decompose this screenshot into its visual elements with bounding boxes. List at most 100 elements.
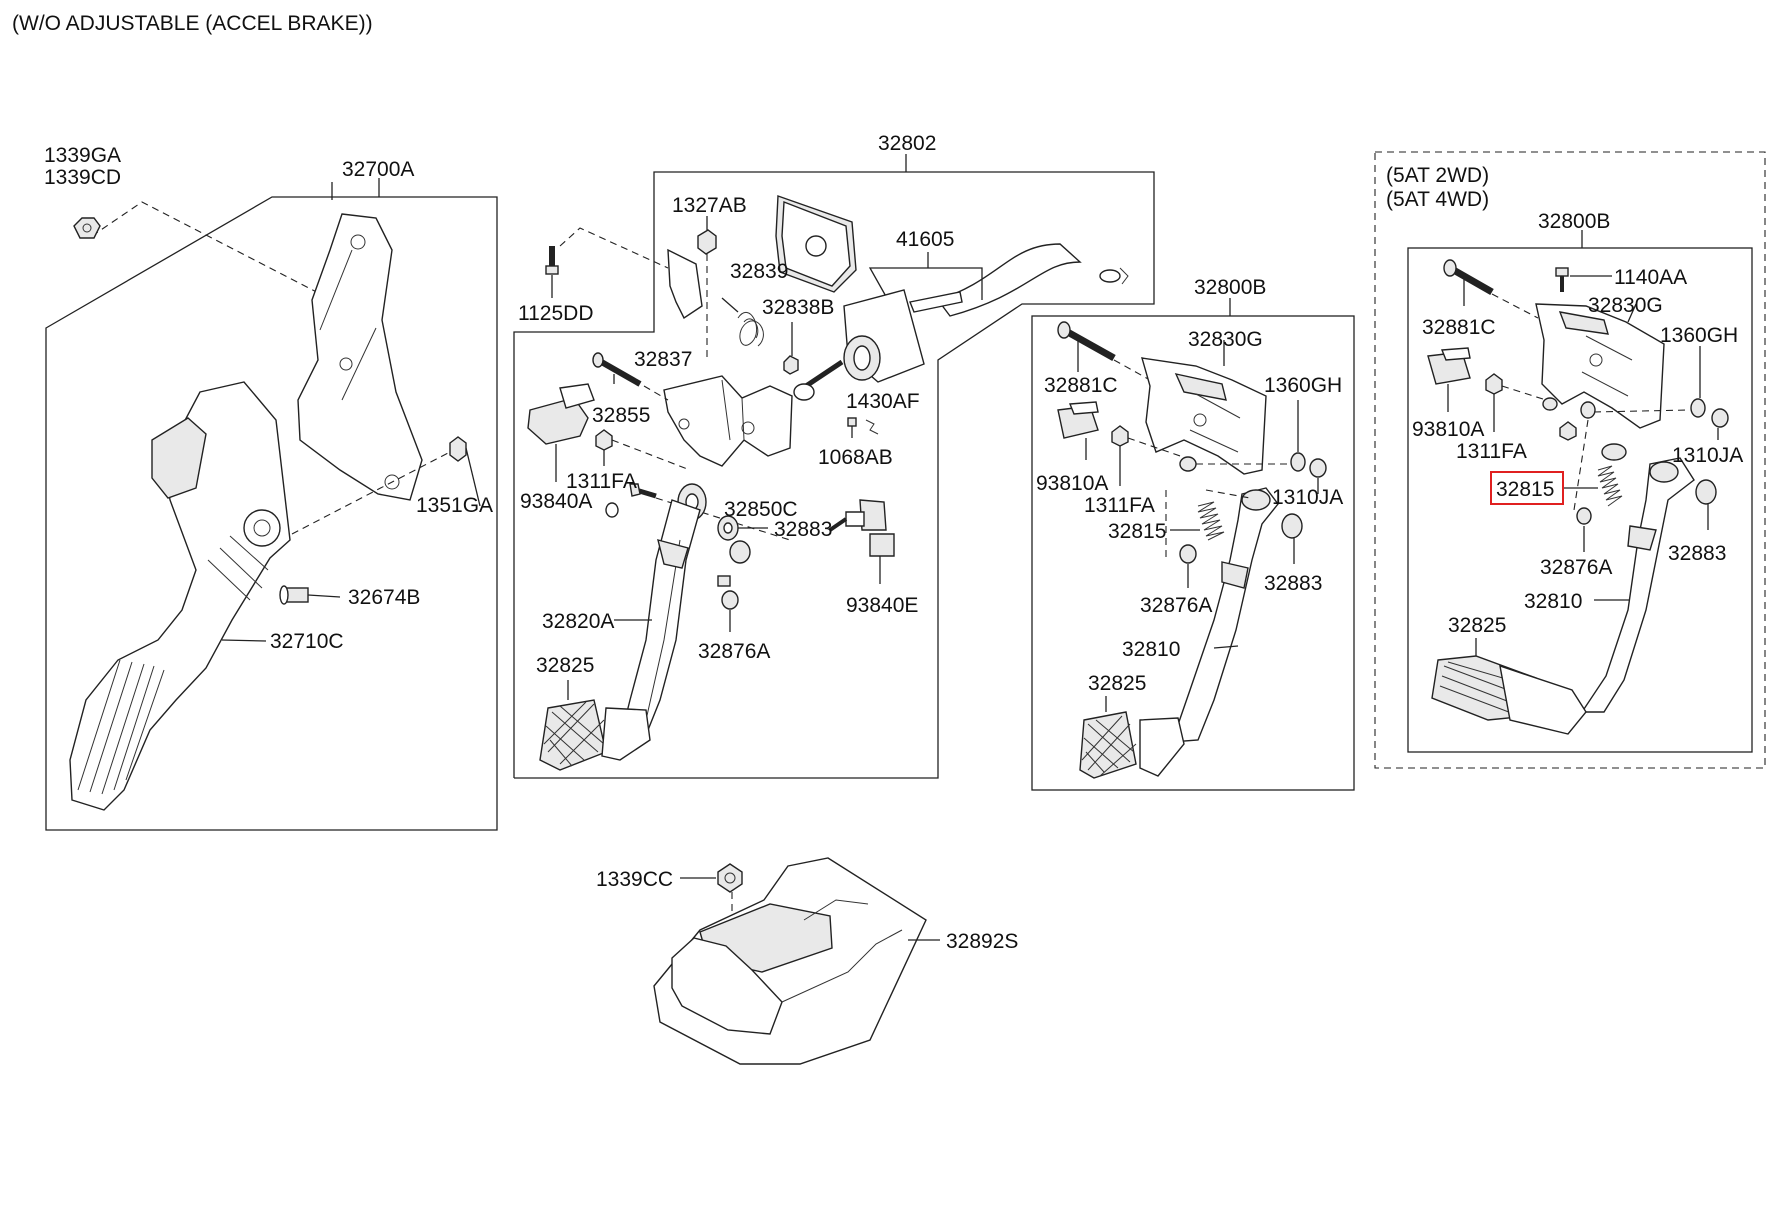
label-32881c-mid[interactable]: 32881C — [1044, 374, 1118, 397]
washer-icon[interactable] — [605, 502, 619, 518]
label-32883-brake[interactable]: 32883 — [774, 518, 832, 541]
label-1310ja-right[interactable]: 1310JA — [1672, 444, 1743, 467]
collar-32883-right-icon[interactable] — [1695, 479, 1717, 505]
bushing-1360gh-icon[interactable] — [1290, 452, 1306, 472]
label-32800b-mid[interactable]: 32800B — [1194, 276, 1266, 299]
nut-1311fa-right-icon[interactable] — [1485, 373, 1503, 395]
bolt-32881c-right-icon[interactable] — [1443, 259, 1494, 296]
label-32838b[interactable]: 32838B — [762, 296, 834, 319]
label-1140aa[interactable]: 1140AA — [1614, 266, 1687, 289]
label-1068ab[interactable]: 1068AB — [818, 446, 893, 469]
washer-mid-icon[interactable] — [1179, 456, 1197, 472]
label-32800b-right[interactable]: 32800B — [1538, 210, 1610, 233]
label-1311fa-brake[interactable]: 1311FA — [566, 470, 637, 493]
bolt-1125dd-icon[interactable] — [545, 246, 559, 275]
nut-1311fa-icon[interactable] — [595, 429, 613, 451]
pad-32825-mid-icon[interactable] — [1079, 711, 1185, 779]
label-32700a[interactable]: 32700A — [342, 158, 414, 181]
spring-32838b-icon[interactable] — [737, 311, 764, 347]
bracket-32830g-right-icon[interactable] — [1535, 303, 1665, 429]
label-1351ga[interactable]: 1351GA — [416, 494, 493, 517]
nut-1339ga-icon[interactable] — [73, 217, 101, 239]
collar-2-icon[interactable] — [729, 540, 751, 564]
main-bracket-icon[interactable] — [663, 375, 793, 467]
label-32830g-mid[interactable]: 32830G — [1188, 328, 1263, 351]
label-93840e[interactable]: 93840E — [846, 594, 918, 617]
plate-cover-icon[interactable] — [775, 195, 857, 293]
arm-32810-mid-icon[interactable] — [1170, 487, 1279, 743]
stopper-32876a-right-icon[interactable] — [1576, 507, 1592, 525]
label-32876a-right[interactable]: 32876A — [1540, 556, 1612, 579]
label-1327ab[interactable]: 1327AB — [672, 194, 747, 217]
label-1125dd[interactable]: 1125DD — [518, 302, 594, 325]
cable-41605-icon[interactable] — [909, 243, 1129, 317]
pad-32825-right-icon[interactable] — [1431, 655, 1587, 735]
label-32881c-right[interactable]: 32881C — [1422, 316, 1496, 339]
master-switch-icon[interactable] — [793, 289, 925, 401]
spring-32815-right-icon[interactable] — [1597, 465, 1623, 507]
label-1310ja-mid[interactable]: 1310JA — [1272, 486, 1343, 509]
label-1311fa-mid[interactable]: 1311FA — [1084, 494, 1155, 517]
switch-93840e-icon[interactable] — [828, 499, 895, 557]
switch-93810a-icon[interactable] — [1057, 401, 1099, 439]
label-32802[interactable]: 32802 — [878, 132, 936, 155]
label-32825-mid[interactable]: 32825 — [1088, 672, 1146, 695]
nut-1327ab-icon[interactable] — [697, 229, 717, 255]
label-32876a-brake[interactable]: 32876A — [698, 640, 770, 663]
label-32815-right[interactable]: 32815 — [1496, 478, 1554, 501]
clip-bracket-icon[interactable] — [667, 248, 703, 320]
stopper-32674b-icon[interactable] — [279, 585, 309, 605]
nut-1311fa-mid-icon[interactable] — [1111, 425, 1129, 447]
collar-32883-mid-icon[interactable] — [1281, 513, 1303, 539]
nut-1351ga-icon[interactable] — [449, 436, 467, 462]
arm-32810-right-icon[interactable] — [1580, 457, 1695, 713]
label-32674b[interactable]: 32674B — [348, 586, 420, 609]
switch-93810a-right-icon[interactable] — [1427, 347, 1471, 385]
label-1430af[interactable]: 1430AF — [846, 390, 920, 413]
washer-right-icon[interactable] — [1542, 397, 1558, 411]
brake-arm-32820a-icon[interactable] — [619, 499, 701, 741]
collar-small-right-icon[interactable] — [1580, 401, 1596, 419]
label-32850c[interactable]: 32850C — [724, 498, 798, 521]
nut-1339cc-icon[interactable] — [717, 863, 743, 893]
bushing-1360gh-right-icon[interactable] — [1690, 398, 1706, 418]
bolt-1140aa-icon[interactable] — [1555, 267, 1569, 292]
label-32839[interactable]: 32839 — [730, 260, 788, 283]
collar-top-right-icon[interactable] — [1601, 443, 1627, 461]
label-1360gh-right[interactable]: 1360GH — [1660, 324, 1738, 347]
clip-1068ab-icon[interactable] — [847, 417, 857, 427]
nut-small-right-icon[interactable] — [1559, 421, 1577, 441]
label-1311fa-right[interactable]: 1311FA — [1456, 440, 1527, 463]
label-32892s[interactable]: 32892S — [946, 930, 1018, 953]
clip-1430af-icon[interactable] — [865, 419, 879, 435]
pad-32825-icon[interactable] — [539, 699, 651, 771]
bracket-32830g-icon[interactable] — [1141, 357, 1267, 475]
pin-32855-icon[interactable] — [592, 352, 642, 387]
label-1339cd[interactable]: 1339CD — [44, 166, 121, 189]
label-1339ga[interactable]: 1339GA — [44, 144, 121, 167]
washer-1310ja-right-icon[interactable] — [1711, 408, 1729, 428]
stopper-32876a-icon[interactable] — [721, 590, 739, 610]
label-32710c[interactable]: 32710C — [270, 630, 344, 653]
bolt-32881c-icon[interactable] — [1057, 321, 1116, 362]
label-32825-brake[interactable]: 32825 — [536, 654, 594, 677]
label-32820a[interactable]: 32820A — [542, 610, 614, 633]
label-32825-right[interactable]: 32825 — [1448, 614, 1506, 637]
washer-1310ja-icon[interactable] — [1309, 458, 1327, 478]
label-41605[interactable]: 41605 — [896, 228, 954, 251]
clip-small-icon[interactable] — [717, 575, 731, 587]
label-93810a-mid[interactable]: 93810A — [1036, 472, 1108, 495]
label-1360gh-mid[interactable]: 1360GH — [1264, 374, 1342, 397]
label-32815-mid[interactable]: 32815 — [1108, 520, 1166, 543]
label-93810a-right[interactable]: 93810A — [1412, 418, 1484, 441]
label-32837[interactable]: 32837 — [634, 348, 692, 371]
spring-32815-mid-icon[interactable] — [1197, 501, 1225, 541]
label-32855[interactable]: 32855 — [592, 404, 650, 427]
label-32830g-right[interactable]: 32830G — [1588, 294, 1663, 317]
label-32883-mid[interactable]: 32883 — [1264, 572, 1322, 595]
bracket-32700a-icon[interactable] — [297, 213, 423, 501]
accel-pedal-icon[interactable] — [69, 381, 291, 811]
floor-cover-32892s-icon[interactable] — [653, 857, 927, 1065]
stopper-32876a-mid-icon[interactable] — [1179, 544, 1197, 564]
label-1339cc[interactable]: 1339CC — [596, 868, 673, 891]
